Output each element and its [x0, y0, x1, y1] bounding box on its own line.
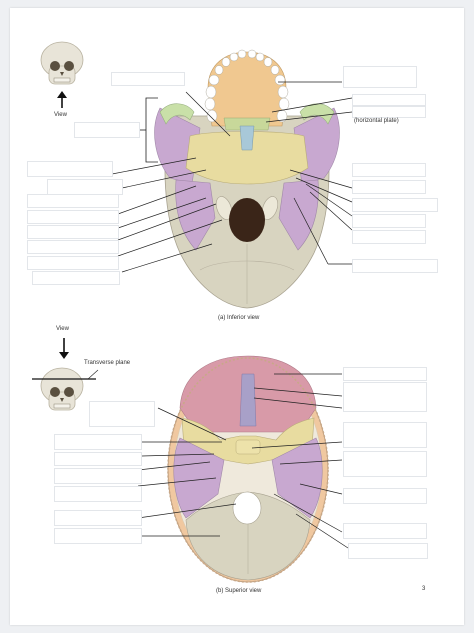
answer-blank[interactable]	[352, 163, 426, 177]
foramen-magnum	[229, 198, 265, 242]
answer-blank[interactable]	[27, 225, 119, 239]
answer-blank[interactable]	[352, 94, 426, 106]
answer-blank[interactable]	[54, 468, 142, 484]
answer-blank[interactable]	[352, 198, 438, 212]
down-arrow-icon	[59, 338, 69, 359]
answer-blank[interactable]	[352, 259, 438, 273]
answer-blank[interactable]	[54, 434, 142, 450]
answer-blank[interactable]	[89, 401, 155, 427]
answer-blank[interactable]	[54, 486, 142, 502]
answer-blank[interactable]	[352, 230, 426, 244]
view-label-b: View	[56, 326, 69, 332]
answer-blank[interactable]	[111, 72, 185, 86]
answer-blank[interactable]	[27, 194, 119, 208]
answer-blank[interactable]	[343, 422, 427, 448]
leader-lines-b	[137, 373, 349, 549]
view-label-a: View	[54, 112, 67, 118]
answer-blank[interactable]	[348, 543, 428, 559]
answer-blank[interactable]	[54, 510, 142, 526]
answer-blank[interactable]	[54, 452, 142, 466]
answer-blank[interactable]	[32, 271, 120, 285]
answer-blank[interactable]	[343, 523, 427, 539]
transverse-plane-label: Transverse plane	[84, 360, 131, 366]
figure-caption-b: (b) Superior view	[216, 588, 262, 594]
skull-front-icon	[40, 41, 84, 85]
worksheet-page: View (horizontal plate) (a) Inferior vie…	[10, 8, 464, 625]
answer-blank[interactable]	[343, 382, 427, 412]
page-number: 3	[422, 586, 426, 592]
diagram-canvas-b	[32, 338, 349, 583]
diagram-canvas	[40, 41, 353, 309]
figure-caption-a: (a) Inferior view	[218, 315, 260, 321]
superior-skull	[167, 355, 329, 583]
leader-lines-a	[111, 81, 353, 273]
answer-blank[interactable]	[343, 488, 427, 504]
skull-front-icon	[40, 367, 84, 411]
answer-blank[interactable]	[352, 214, 426, 228]
answer-blank[interactable]	[352, 180, 426, 194]
inferior-skull	[154, 49, 340, 309]
answer-blank[interactable]	[343, 451, 427, 477]
answer-blank[interactable]	[27, 256, 119, 270]
horizontal-plate-annotation: (horizontal plate)	[354, 118, 399, 124]
up-arrow-icon	[57, 91, 67, 108]
answer-blank[interactable]	[343, 66, 417, 88]
answer-blank[interactable]	[27, 210, 119, 224]
answer-blank[interactable]	[54, 528, 142, 544]
answer-blank[interactable]	[27, 240, 119, 254]
answer-blank[interactable]	[27, 161, 113, 177]
answer-blank[interactable]	[343, 367, 427, 381]
answer-blank[interactable]	[74, 122, 140, 138]
answer-blank[interactable]	[352, 106, 426, 118]
